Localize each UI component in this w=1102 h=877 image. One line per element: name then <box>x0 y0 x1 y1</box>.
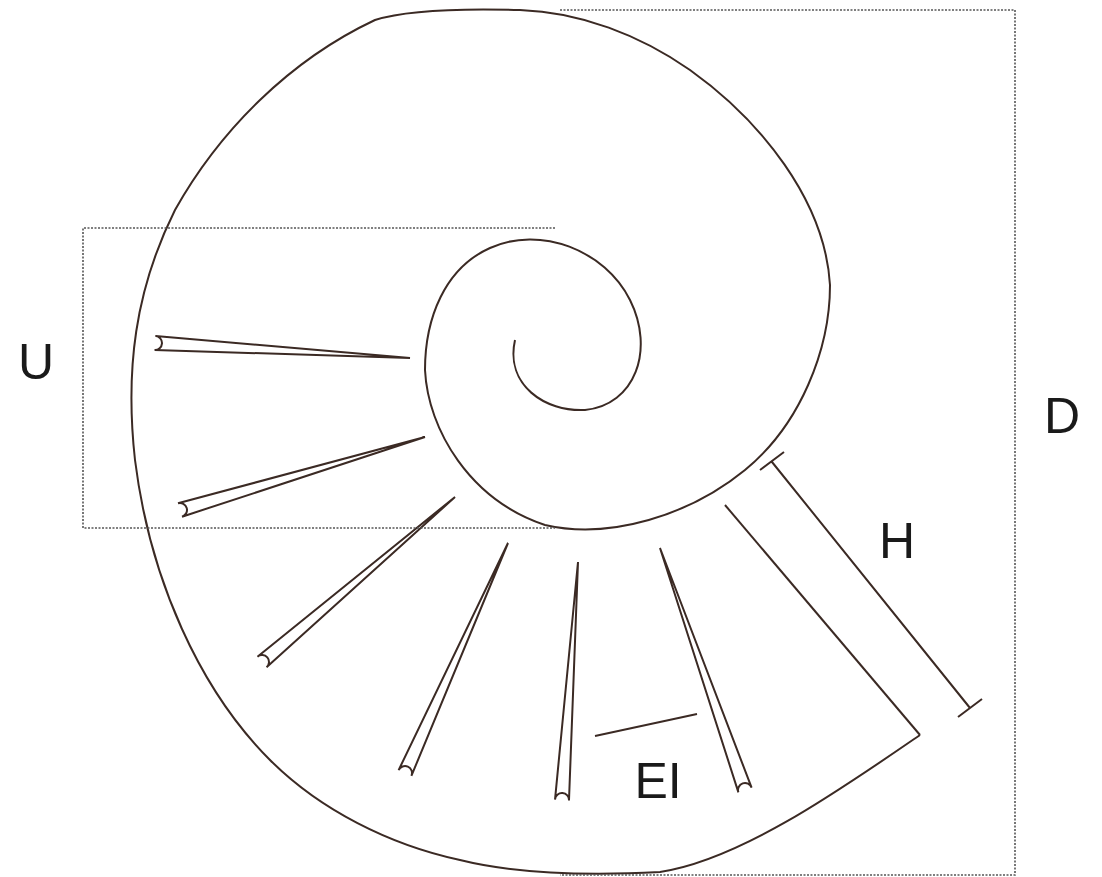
umbilicus-label: U <box>18 337 54 387</box>
aperture-line <box>725 505 920 735</box>
umbilicus-bracket <box>83 228 555 528</box>
height-label: H <box>879 516 915 566</box>
rib <box>399 543 508 776</box>
diameter-label: D <box>1044 391 1080 441</box>
rib-spacing-dimension <box>595 714 697 736</box>
rib <box>257 497 455 667</box>
diameter-bracket <box>560 10 1015 875</box>
rib <box>155 336 410 358</box>
rib <box>178 437 425 517</box>
rib-group <box>155 336 752 800</box>
rib <box>555 562 578 800</box>
rib-spacing-label: EI <box>634 756 681 806</box>
height-dimension <box>760 452 982 717</box>
shell-outline <box>131 9 920 873</box>
